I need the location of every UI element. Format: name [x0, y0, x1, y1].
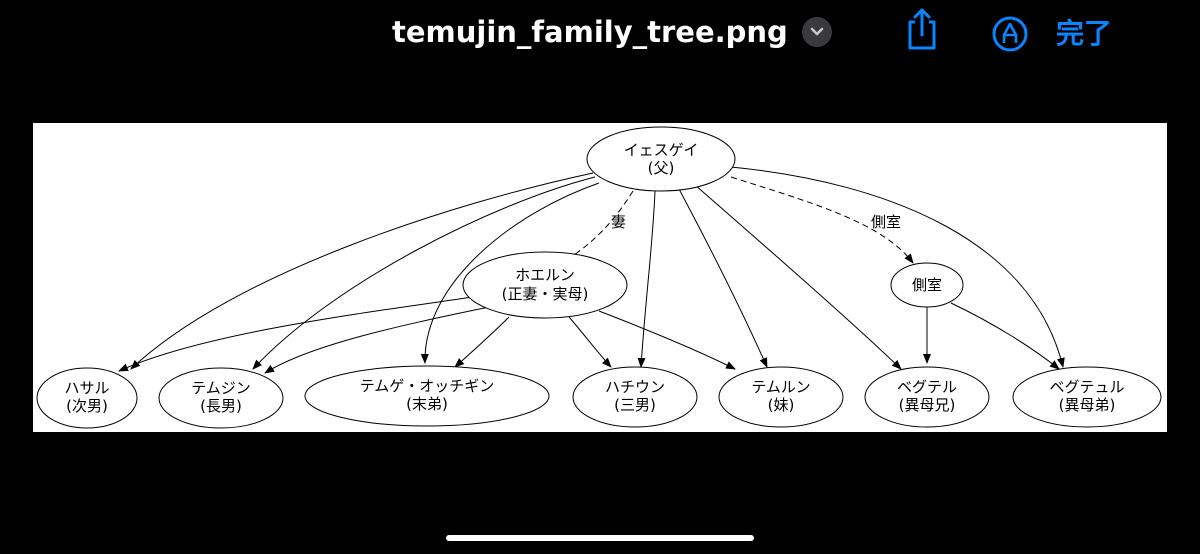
- svg-text:テムゲ・オッチギン: テムゲ・オッチギン: [360, 377, 495, 395]
- svg-text:(末弟): (末弟): [406, 395, 448, 413]
- svg-text:ベグテル: ベグテル: [897, 378, 957, 396]
- svg-text:ハチウン: ハチウン: [605, 378, 665, 396]
- edge-father-concubine: [730, 176, 914, 264]
- edge-father-temujin: [252, 176, 596, 370]
- node-begter: ベグテル (異母兄): [864, 366, 990, 428]
- svg-text:テムジン: テムジン: [191, 379, 251, 397]
- svg-text:(妹): (妹): [768, 396, 795, 414]
- edge-father-temuge: [420, 182, 600, 364]
- chevron-down-icon: [810, 27, 824, 36]
- node-hachiun: ハチウン (三男): [572, 366, 698, 428]
- node-concubine: 側室: [890, 262, 964, 308]
- markup-button[interactable]: [988, 12, 1032, 56]
- node-temulun: テムルン (妹): [718, 366, 844, 428]
- svg-text:(長男): (長男): [200, 397, 242, 415]
- svg-text:イェスゲイ: イェスゲイ: [624, 141, 699, 159]
- markup-pen-icon: [992, 16, 1028, 52]
- svg-text:(異母兄): (異母兄): [899, 396, 956, 414]
- family-tree-diagram: 妻 側室 イェスゲイ (父) ホエルン (正妻・実母) 側室 ハサル (次男) …: [36, 126, 1162, 429]
- svg-text:(正妻・実母): (正妻・実母): [502, 285, 589, 303]
- svg-text:テムルン: テムルン: [751, 378, 810, 396]
- image-preview[interactable]: 妻 側室 イェスゲイ (父) ホエルン (正妻・実母) 側室 ハサル (次男) …: [33, 123, 1167, 432]
- edge-father-mother: [564, 190, 634, 262]
- svg-text:側室: 側室: [912, 276, 942, 294]
- title-area[interactable]: temujin_family_tree.png: [392, 12, 832, 52]
- title-menu-button[interactable]: [801, 17, 832, 47]
- node-temujin: テムジン (長男): [158, 367, 284, 429]
- svg-text:ホエルン: ホエルン: [515, 266, 575, 284]
- edge-mother-hasar: [118, 296, 474, 372]
- svg-text:(次男): (次男): [66, 397, 108, 415]
- done-button[interactable]: 完了: [1056, 17, 1113, 50]
- edge-mother-temuge: [454, 316, 510, 368]
- share-button[interactable]: [900, 6, 944, 52]
- edge-father-hachiun: [637, 190, 656, 368]
- edge-label-concubine: 側室: [871, 213, 901, 231]
- top-toolbar: temujin_family_tree.png 完了: [0, 0, 1200, 70]
- edge-mother-temujin: [264, 306, 490, 374]
- edge-concubine-belgutei: [950, 302, 1060, 370]
- edge-mother-hachiun: [568, 316, 612, 368]
- svg-text:(異母弟): (異母弟): [1059, 396, 1116, 414]
- edge-father-belgutei: [730, 166, 1065, 368]
- node-hasar: ハサル (次男): [36, 367, 138, 429]
- edge-father-hasar: [130, 172, 594, 370]
- node-mother: ホエルン (正妻・実母): [462, 251, 628, 319]
- svg-text:(父): (父): [648, 159, 675, 177]
- edge-mother-temulun: [598, 310, 736, 370]
- svg-text:ベグテュル: ベグテュル: [1049, 378, 1124, 396]
- home-indicator[interactable]: [446, 535, 754, 541]
- share-icon: [908, 8, 936, 50]
- edge-father-begter: [694, 184, 902, 370]
- edge-label-wife: 妻: [611, 213, 626, 231]
- node-father: イェスゲイ (父): [586, 126, 736, 192]
- node-belgutei: ベグテュル (異母弟): [1012, 366, 1162, 428]
- node-temuge: テムゲ・オッチギン (末弟): [304, 365, 550, 427]
- file-title[interactable]: temujin_family_tree.png: [392, 15, 788, 49]
- svg-text:ハサル: ハサル: [64, 379, 109, 397]
- edge-father-temulun: [678, 188, 768, 368]
- svg-text:(三男): (三男): [614, 396, 656, 414]
